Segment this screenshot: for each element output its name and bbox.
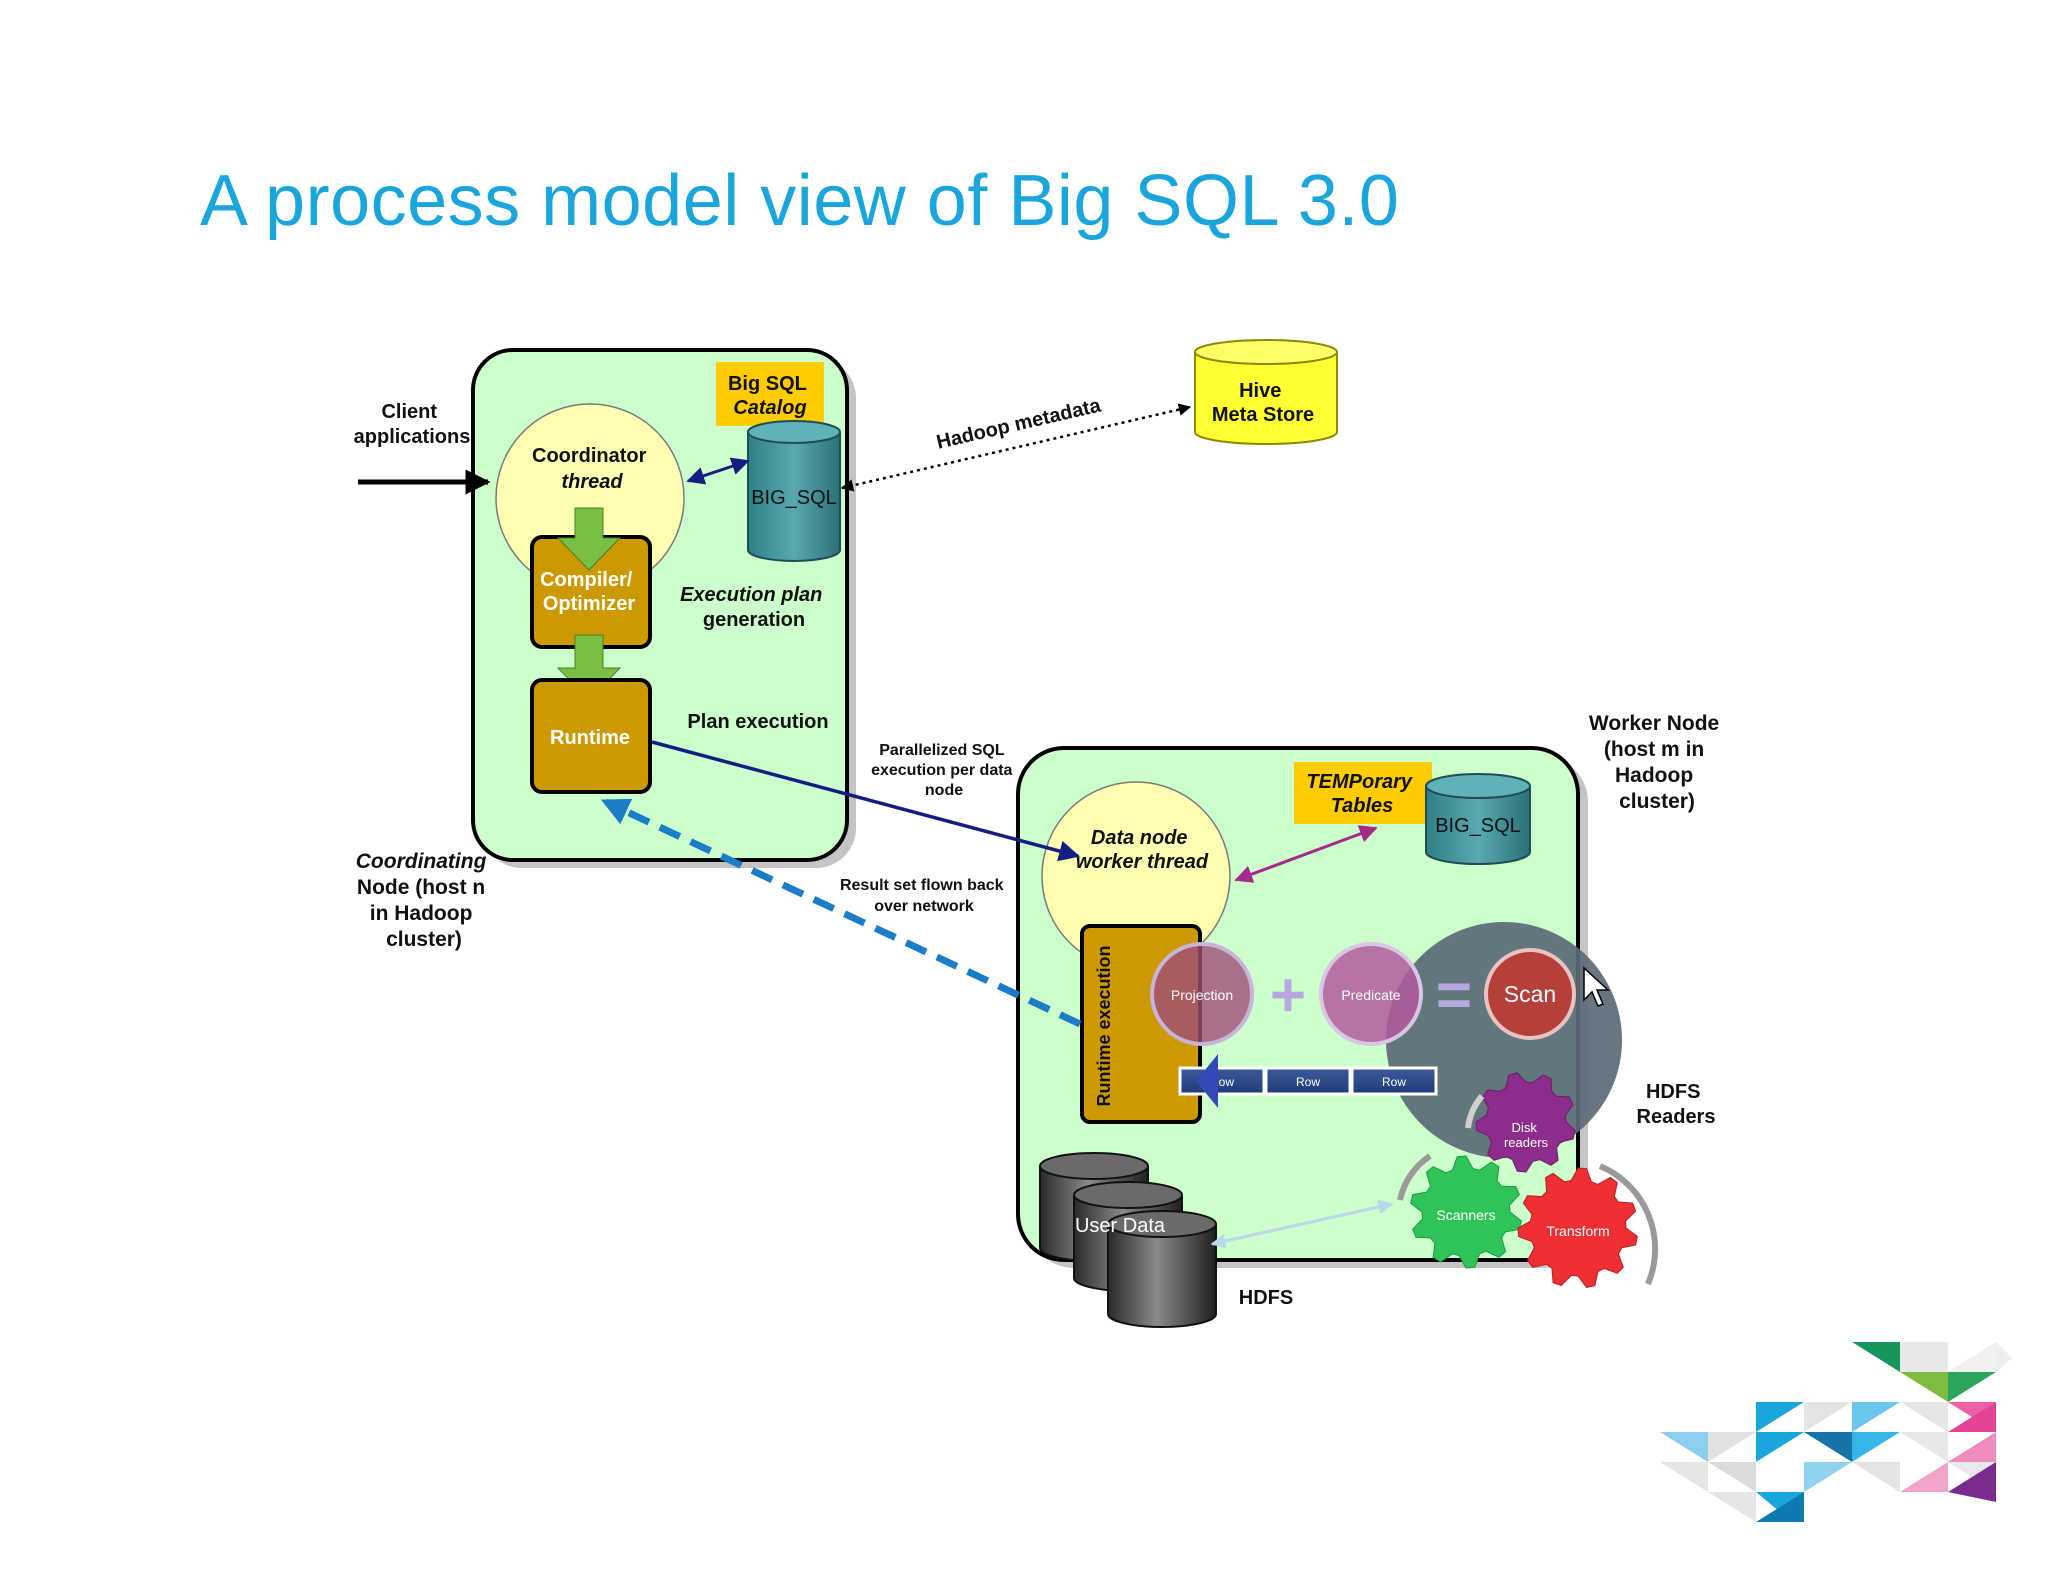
predicate-label: Predicate bbox=[1341, 987, 1400, 1003]
hive-metastore-label: Hive Meta Store bbox=[1212, 380, 1314, 426]
data-node-worker-label: Data node worker thread bbox=[1076, 827, 1209, 873]
big-sql-label: BIG_SQL bbox=[751, 487, 837, 509]
transform-label: Transform bbox=[1546, 1223, 1609, 1239]
row-box bbox=[1178, 1066, 1266, 1096]
predicate-circle bbox=[1319, 942, 1423, 1046]
disk-readers-label: Disk readers bbox=[1504, 1120, 1549, 1150]
catalog-arrow bbox=[686, 457, 750, 485]
catalog-label: Big SQL Catalog bbox=[728, 373, 812, 419]
disk-readers-gear bbox=[1475, 1072, 1576, 1173]
row-label: Row bbox=[1296, 1075, 1320, 1089]
cycle-arrow-icon bbox=[1397, 1153, 1432, 1201]
projection-circle bbox=[1150, 942, 1254, 1046]
temp-tables-label: TEMPorary Tables bbox=[1306, 771, 1417, 817]
scanners-gear bbox=[1410, 1155, 1522, 1269]
plan-execution-label: Plan execution bbox=[687, 711, 828, 733]
row-box bbox=[1264, 1066, 1352, 1096]
coordinating-node-caption: Coordinating Node (host n in Hadoop clus… bbox=[356, 850, 493, 951]
gear-icon bbox=[1517, 1167, 1638, 1288]
execution-plan-label: Execution plan generation bbox=[680, 584, 828, 631]
compiler-optimizer-label: Compiler/ Optimizer bbox=[540, 569, 638, 615]
row-stream: Row Row Row bbox=[1178, 1054, 1438, 1108]
cycle-arrow-icon bbox=[1465, 1094, 1485, 1129]
big-sql-cylinder bbox=[747, 420, 841, 562]
user-data-cylinders bbox=[1039, 1152, 1217, 1328]
hive-metastore-cylinder bbox=[1194, 339, 1338, 445]
temp-tables-label-box bbox=[1294, 762, 1432, 824]
gear-icon bbox=[1475, 1072, 1576, 1173]
scanners-label: Scanners bbox=[1436, 1207, 1495, 1223]
catalog-label-box bbox=[716, 362, 824, 426]
hdfs-label: HDFS bbox=[1239, 1287, 1293, 1309]
worker-node-caption: Worker Node (host m in Hadoop cluster) bbox=[1589, 712, 1725, 813]
slide-title: A process model view of Big SQL 3.0 bbox=[200, 161, 1400, 241]
transform-gear bbox=[1517, 1167, 1638, 1288]
user-data-label: User Data bbox=[1075, 1215, 1166, 1237]
coordinator-thread-label: Coordinator thread bbox=[532, 445, 652, 493]
plus-sign: + bbox=[1270, 961, 1306, 1030]
cycle-arrow-icon bbox=[1598, 1163, 1659, 1286]
mouse-cursor-icon bbox=[1583, 966, 1610, 1007]
temp-tables-arrow bbox=[1234, 825, 1378, 883]
hdfs-readers-label: HDFS Readers bbox=[1637, 1081, 1716, 1128]
gear-icon bbox=[1410, 1155, 1522, 1269]
equals-sign: = bbox=[1436, 961, 1472, 1030]
scan-circle bbox=[1484, 948, 1576, 1040]
projection-label: Projection bbox=[1171, 987, 1233, 1003]
worker-big-sql-label: BIG_SQL bbox=[1435, 815, 1521, 837]
green-arrow-icon bbox=[556, 507, 622, 571]
worker-big-sql-cylinder bbox=[1425, 773, 1531, 865]
scan-label: Scan bbox=[1504, 981, 1556, 1007]
row-label: Row bbox=[1382, 1075, 1406, 1089]
parallel-execution-label: Parallelized SQL execution per data node bbox=[871, 742, 1017, 799]
hadoop-metadata-label: Hadoop metadata bbox=[934, 394, 1103, 453]
parallel-execution-arrow bbox=[651, 740, 1081, 862]
runtime-box bbox=[530, 678, 652, 794]
client-applications-label: Client applications bbox=[354, 401, 471, 448]
result-set-label: Result set flown back over network bbox=[840, 877, 1008, 915]
runtime-execution-label: Runtime execution bbox=[1094, 945, 1114, 1106]
runtime-label: Runtime bbox=[550, 727, 630, 749]
row-arrow-icon bbox=[1196, 1054, 1218, 1108]
decorative-logo-pattern bbox=[1660, 1342, 2012, 1522]
result-set-arrow bbox=[600, 798, 1082, 1028]
user-data-arrow bbox=[1210, 1199, 1394, 1249]
row-box bbox=[1350, 1066, 1438, 1096]
